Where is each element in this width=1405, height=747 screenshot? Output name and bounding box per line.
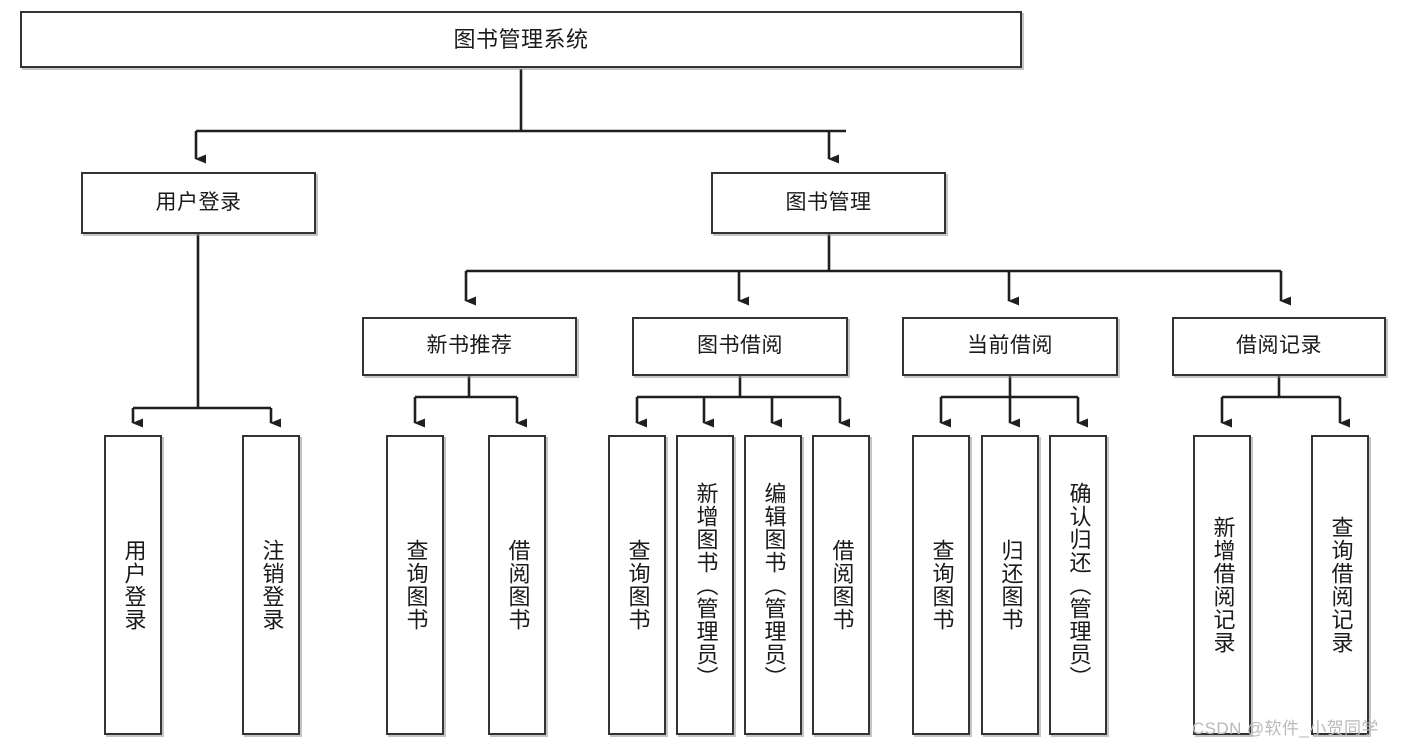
node-label: 查询图书 <box>929 539 955 631</box>
node-label: 借阅记录 <box>1236 334 1322 358</box>
node-user-login[interactable]: 用户登录 <box>81 172 316 234</box>
node-leaf-user-login[interactable]: 用户登录 <box>104 435 162 735</box>
node-book-borrow[interactable]: 图书借阅 <box>632 317 848 376</box>
node-leaf-borrow-book[interactable]: 借阅图书 <box>812 435 870 735</box>
node-leaf-return-book[interactable]: 归还图书 <box>981 435 1039 735</box>
node-leaf-add-book-admin[interactable]: 新增图书（管理员） <box>676 435 734 735</box>
node-label: 查询图书 <box>403 539 429 631</box>
node-new-book-recommend[interactable]: 新书推荐 <box>362 317 577 376</box>
node-leaf-query-borrow-record[interactable]: 查询借阅记录 <box>1311 435 1369 735</box>
node-leaf-borrow-book-recommend[interactable]: 借阅图书 <box>488 435 546 735</box>
node-leaf-add-borrow-record[interactable]: 新增借阅记录 <box>1193 435 1251 735</box>
csdn-watermark: CSDN @软件_小贺同学 <box>1192 719 1379 738</box>
node-leaf-edit-book-admin[interactable]: 编辑图书（管理员） <box>744 435 802 735</box>
node-label: 归还图书 <box>998 539 1024 631</box>
node-leaf-confirm-return-admin[interactable]: 确认归还（管理员） <box>1049 435 1107 735</box>
node-label: 借阅图书 <box>505 539 531 631</box>
node-leaf-query-book-current[interactable]: 查询图书 <box>912 435 970 735</box>
node-label: 新书推荐 <box>426 334 513 358</box>
node-label: 编辑图书（管理员） <box>761 481 787 689</box>
node-label: 查询借阅记录 <box>1328 516 1354 654</box>
node-label: 图书管理 <box>785 190 872 214</box>
node-label: 借阅图书 <box>829 539 855 631</box>
node-label: 新增图书（管理员） <box>693 481 719 689</box>
node-label: 查询图书 <box>625 539 651 631</box>
node-label: 图书借阅 <box>697 334 783 358</box>
node-label: 用户登录 <box>121 539 147 631</box>
node-leaf-logout[interactable]: 注销登录 <box>242 435 300 735</box>
node-current-borrow[interactable]: 当前借阅 <box>902 317 1118 376</box>
node-label: 图书管理系统 <box>453 26 589 52</box>
node-label: 确认归还（管理员） <box>1066 481 1092 689</box>
node-label: 用户登录 <box>155 190 242 214</box>
node-label: 新增借阅记录 <box>1210 516 1236 654</box>
node-leaf-query-book-recommend[interactable]: 查询图书 <box>386 435 444 735</box>
node-book-management[interactable]: 图书管理 <box>711 172 946 234</box>
node-root-book-management-system[interactable]: 图书管理系统 <box>20 11 1022 68</box>
node-leaf-query-book-borrow[interactable]: 查询图书 <box>608 435 666 735</box>
node-label: 注销登录 <box>259 539 285 631</box>
node-label: 当前借阅 <box>967 334 1053 358</box>
node-borrow-record[interactable]: 借阅记录 <box>1172 317 1386 376</box>
